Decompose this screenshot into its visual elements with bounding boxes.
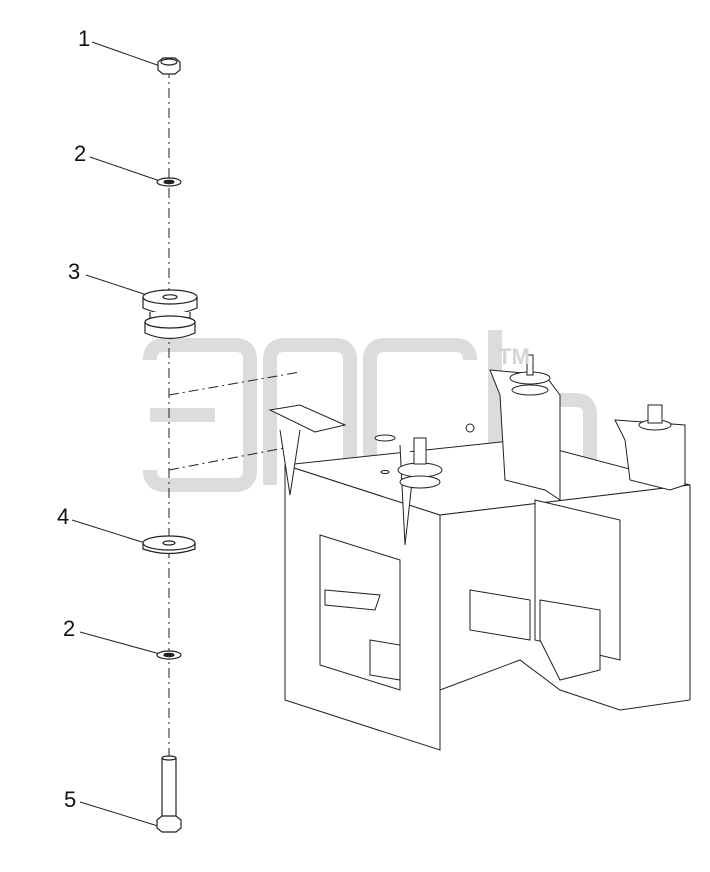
frame-assembly: [268, 354, 691, 751]
rubber-mount-icon: [142, 289, 198, 340]
callout-1: 1: [78, 26, 91, 51]
projection-line-top: [168, 371, 301, 396]
bolt-icon: [156, 755, 182, 833]
lock-washer-icon: [156, 177, 182, 187]
projection-line-bottom: [168, 444, 301, 471]
trademark-mark: TM: [498, 344, 530, 369]
callout-2-bottom: 2: [63, 616, 76, 641]
callout-3: 3: [68, 259, 81, 284]
nut-icon: [157, 57, 181, 75]
lock-washer-icon: [156, 650, 182, 660]
callout-2-top: 2: [74, 141, 87, 166]
callout-4: 4: [57, 504, 70, 529]
flat-washer-icon: [142, 535, 196, 555]
callout-5: 5: [64, 787, 77, 812]
leader-lines: [71, 41, 161, 827]
